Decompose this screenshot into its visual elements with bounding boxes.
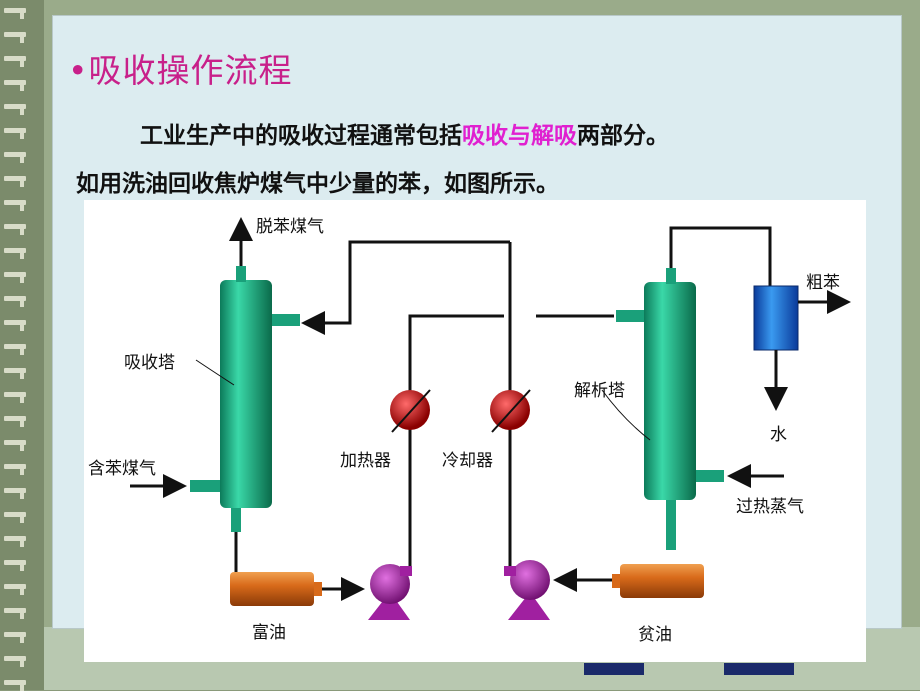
label-water: 水 (770, 425, 787, 445)
condenser (753, 285, 799, 351)
binder-ring (4, 56, 26, 67)
vapor-line (669, 226, 772, 286)
text-segment: 两部分。 (577, 123, 669, 149)
stripper-column (616, 268, 724, 550)
label-debenzene-gas: 脱苯煤气 (256, 217, 324, 237)
binder-ring (4, 176, 26, 187)
binder-ring (4, 128, 26, 139)
binder-ring (4, 344, 26, 355)
label-heater: 加热器 (340, 451, 391, 471)
decor-block (724, 663, 794, 675)
binder-ring (4, 632, 26, 643)
binder-ring (4, 32, 26, 43)
binder-ring (4, 608, 26, 619)
paragraph-line-1: 工业生产中的吸收过程通常包括吸收与解吸两部分。 (140, 116, 669, 150)
lean-oil-tank (612, 564, 704, 598)
binder-ring (4, 80, 26, 91)
binder-ring (4, 656, 26, 667)
flow-diagram-svg (130, 217, 851, 620)
slide-title: •吸收操作流程 (68, 51, 293, 90)
binder-ring (4, 464, 26, 475)
lean-oil-line (306, 240, 510, 325)
decor-block (584, 663, 644, 675)
heater-exchanger (390, 389, 431, 433)
binder-spine (0, 0, 44, 691)
label-rich-oil: 富油 (252, 623, 286, 643)
binder-ring (4, 488, 26, 499)
label-lean-oil: 贫油 (638, 625, 672, 645)
text-segment: 工业生产中的吸收过程通常包括 (140, 123, 462, 149)
binder-ring (4, 200, 26, 211)
absorber-leader (195, 359, 235, 386)
label-absorber: 吸收塔 (124, 353, 175, 373)
binder-ring (4, 392, 26, 403)
binder-ring (4, 296, 26, 307)
rich-oil-pump (368, 564, 412, 620)
binder-ring (4, 512, 26, 523)
label-stripper: 解析塔 (574, 381, 625, 401)
paragraph-line-2: 如用洗油回收焦炉煤气中少量的苯，如图所示。 (76, 171, 559, 197)
binder-ring (4, 560, 26, 571)
binder-ring (4, 440, 26, 451)
label-benzene-gas: 含苯煤气 (88, 459, 156, 479)
binder-ring (4, 536, 26, 547)
binder-ring (4, 320, 26, 331)
label-superheated-steam: 过热蒸气 (736, 497, 804, 517)
binder-ring (4, 584, 26, 595)
binder-ring (4, 248, 26, 259)
binder-ring (4, 680, 26, 691)
process-diagram: 脱苯煤气 吸收塔 含苯煤气 加热器 冷却器 解析塔 粗苯 水 过热蒸气 富油 贫… (84, 200, 866, 662)
binder-ring (4, 104, 26, 115)
label-crude-benzene: 粗苯 (806, 273, 840, 293)
cooler-exchanger (490, 389, 531, 433)
binder-ring (4, 368, 26, 379)
highlight-text: 吸收与解吸 (462, 123, 577, 149)
binder-ring (4, 8, 26, 19)
stripper-leader (601, 389, 651, 441)
lean-oil-pump (504, 560, 550, 620)
binder-ring (4, 416, 26, 427)
absorber-column (190, 266, 300, 532)
rich-oil-tank (230, 572, 322, 606)
binder-ring (4, 272, 26, 283)
label-cooler: 冷却器 (442, 451, 493, 471)
binder-ring (4, 224, 26, 235)
rich-oil-line (408, 314, 504, 570)
binder-ring (4, 152, 26, 163)
